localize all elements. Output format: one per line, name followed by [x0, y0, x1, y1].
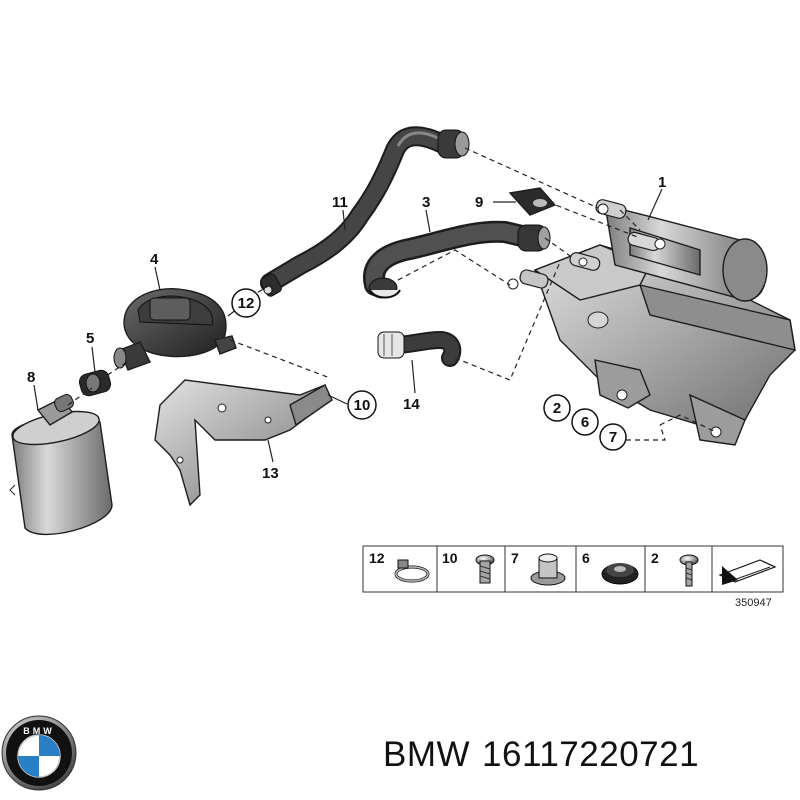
legend-item-label: 2 — [651, 550, 659, 566]
legend-item-label: 12 — [369, 550, 385, 566]
direction-arrow-icon — [718, 559, 777, 585]
hardware-legend: 12 10 7 6 2 — [362, 545, 784, 609]
callout-14: 14 — [403, 396, 420, 413]
connection-lines — [67, 147, 717, 433]
brand-name: BMW — [383, 735, 471, 774]
callout-13: 13 — [262, 465, 279, 482]
part-caption: BMW 16117220721 — [383, 735, 711, 775]
legend-item-label: 7 — [511, 550, 519, 566]
callout-5: 5 — [86, 330, 94, 347]
callout-1: 1 — [658, 174, 666, 191]
connector-part-14 — [377, 330, 462, 367]
callout-8: 8 — [27, 369, 35, 386]
callout-7: 7 — [609, 429, 617, 446]
callout-2: 2 — [553, 400, 561, 417]
callouts: 1 11 3 9 4 5 8 14 13 12 10 2 6 7 — [27, 174, 666, 482]
callout-9: 9 — [475, 194, 483, 211]
leader-lines — [33, 188, 663, 463]
bmw-logo: BMW — [1, 715, 77, 791]
grommet-icon — [601, 563, 639, 585]
screw-icon — [475, 554, 495, 584]
hose-part-3 — [363, 220, 551, 299]
hose-clamp-icon — [394, 559, 430, 583]
bracket-part-13 — [154, 379, 333, 507]
callout-10: 10 — [354, 397, 371, 414]
diagnostic-pump-part-4 — [113, 288, 237, 371]
svg-text:BMW: BMW — [23, 726, 55, 736]
legend-item-label: 6 — [582, 550, 590, 566]
callout-3: 3 — [422, 194, 430, 211]
callout-4: 4 — [150, 251, 159, 268]
grommet-part-5 — [78, 369, 112, 397]
legend-item-label: 10 — [442, 550, 458, 566]
callout-12: 12 — [238, 295, 255, 312]
activated-charcoal-filter-cylinder — [507, 199, 768, 302]
clip-part-9 — [508, 187, 557, 216]
callout-11: 11 — [332, 194, 348, 211]
bolt-icon — [679, 554, 699, 587]
callout-6: 6 — [581, 414, 589, 431]
bushing-icon — [530, 553, 566, 586]
filter-part-8 — [9, 393, 113, 536]
part-number: 16117220721 — [482, 735, 700, 774]
diagram-reference-number: 350947 — [735, 597, 772, 609]
hose-part-11 — [260, 126, 470, 297]
